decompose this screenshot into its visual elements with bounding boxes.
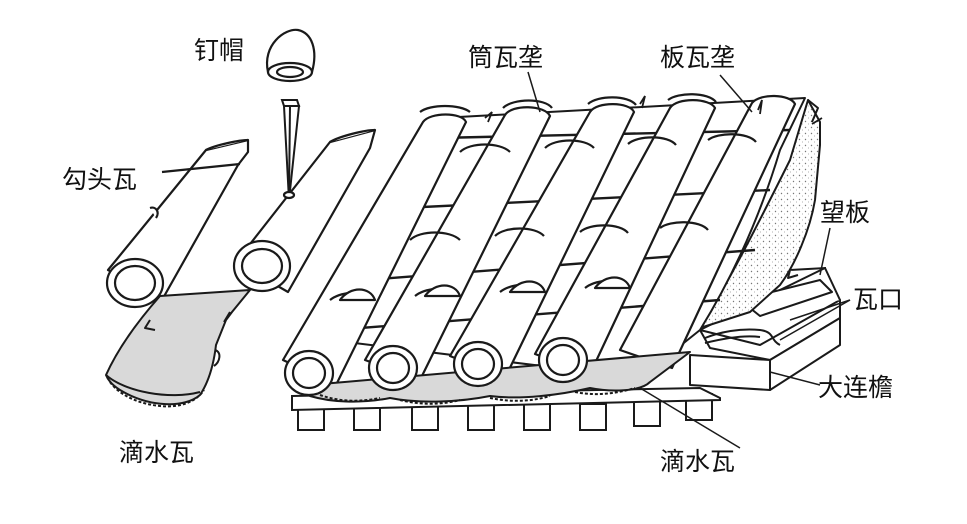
break-marks <box>484 95 823 125</box>
nail-cap-icon <box>265 28 316 83</box>
label-drip-tile-right: 滴水瓦 <box>660 447 736 476</box>
leader-lines <box>527 71 851 449</box>
label-hook-tile: 勾头瓦 <box>62 165 138 194</box>
drip-tile-row <box>309 351 691 405</box>
hook-tile-right <box>232 128 377 294</box>
label-flat-ridge: 板瓦垄 <box>660 43 736 72</box>
label-roof-board: 望板 <box>820 198 871 227</box>
drip-tile-left-shape <box>105 289 251 408</box>
label-cylinder-ridge: 筒瓦垄 <box>468 43 544 72</box>
label-drip-tile-left: 滴水瓦 <box>119 438 195 467</box>
cylinder-tile-ends <box>283 336 589 397</box>
nail-icon <box>280 99 301 201</box>
label-nail-cap: 钉帽 <box>194 36 245 65</box>
cylinder-tiles <box>281 93 797 387</box>
label-tile-mouth: 瓦口 <box>853 285 904 314</box>
label-eave-strip: 大连檐 <box>818 373 894 402</box>
